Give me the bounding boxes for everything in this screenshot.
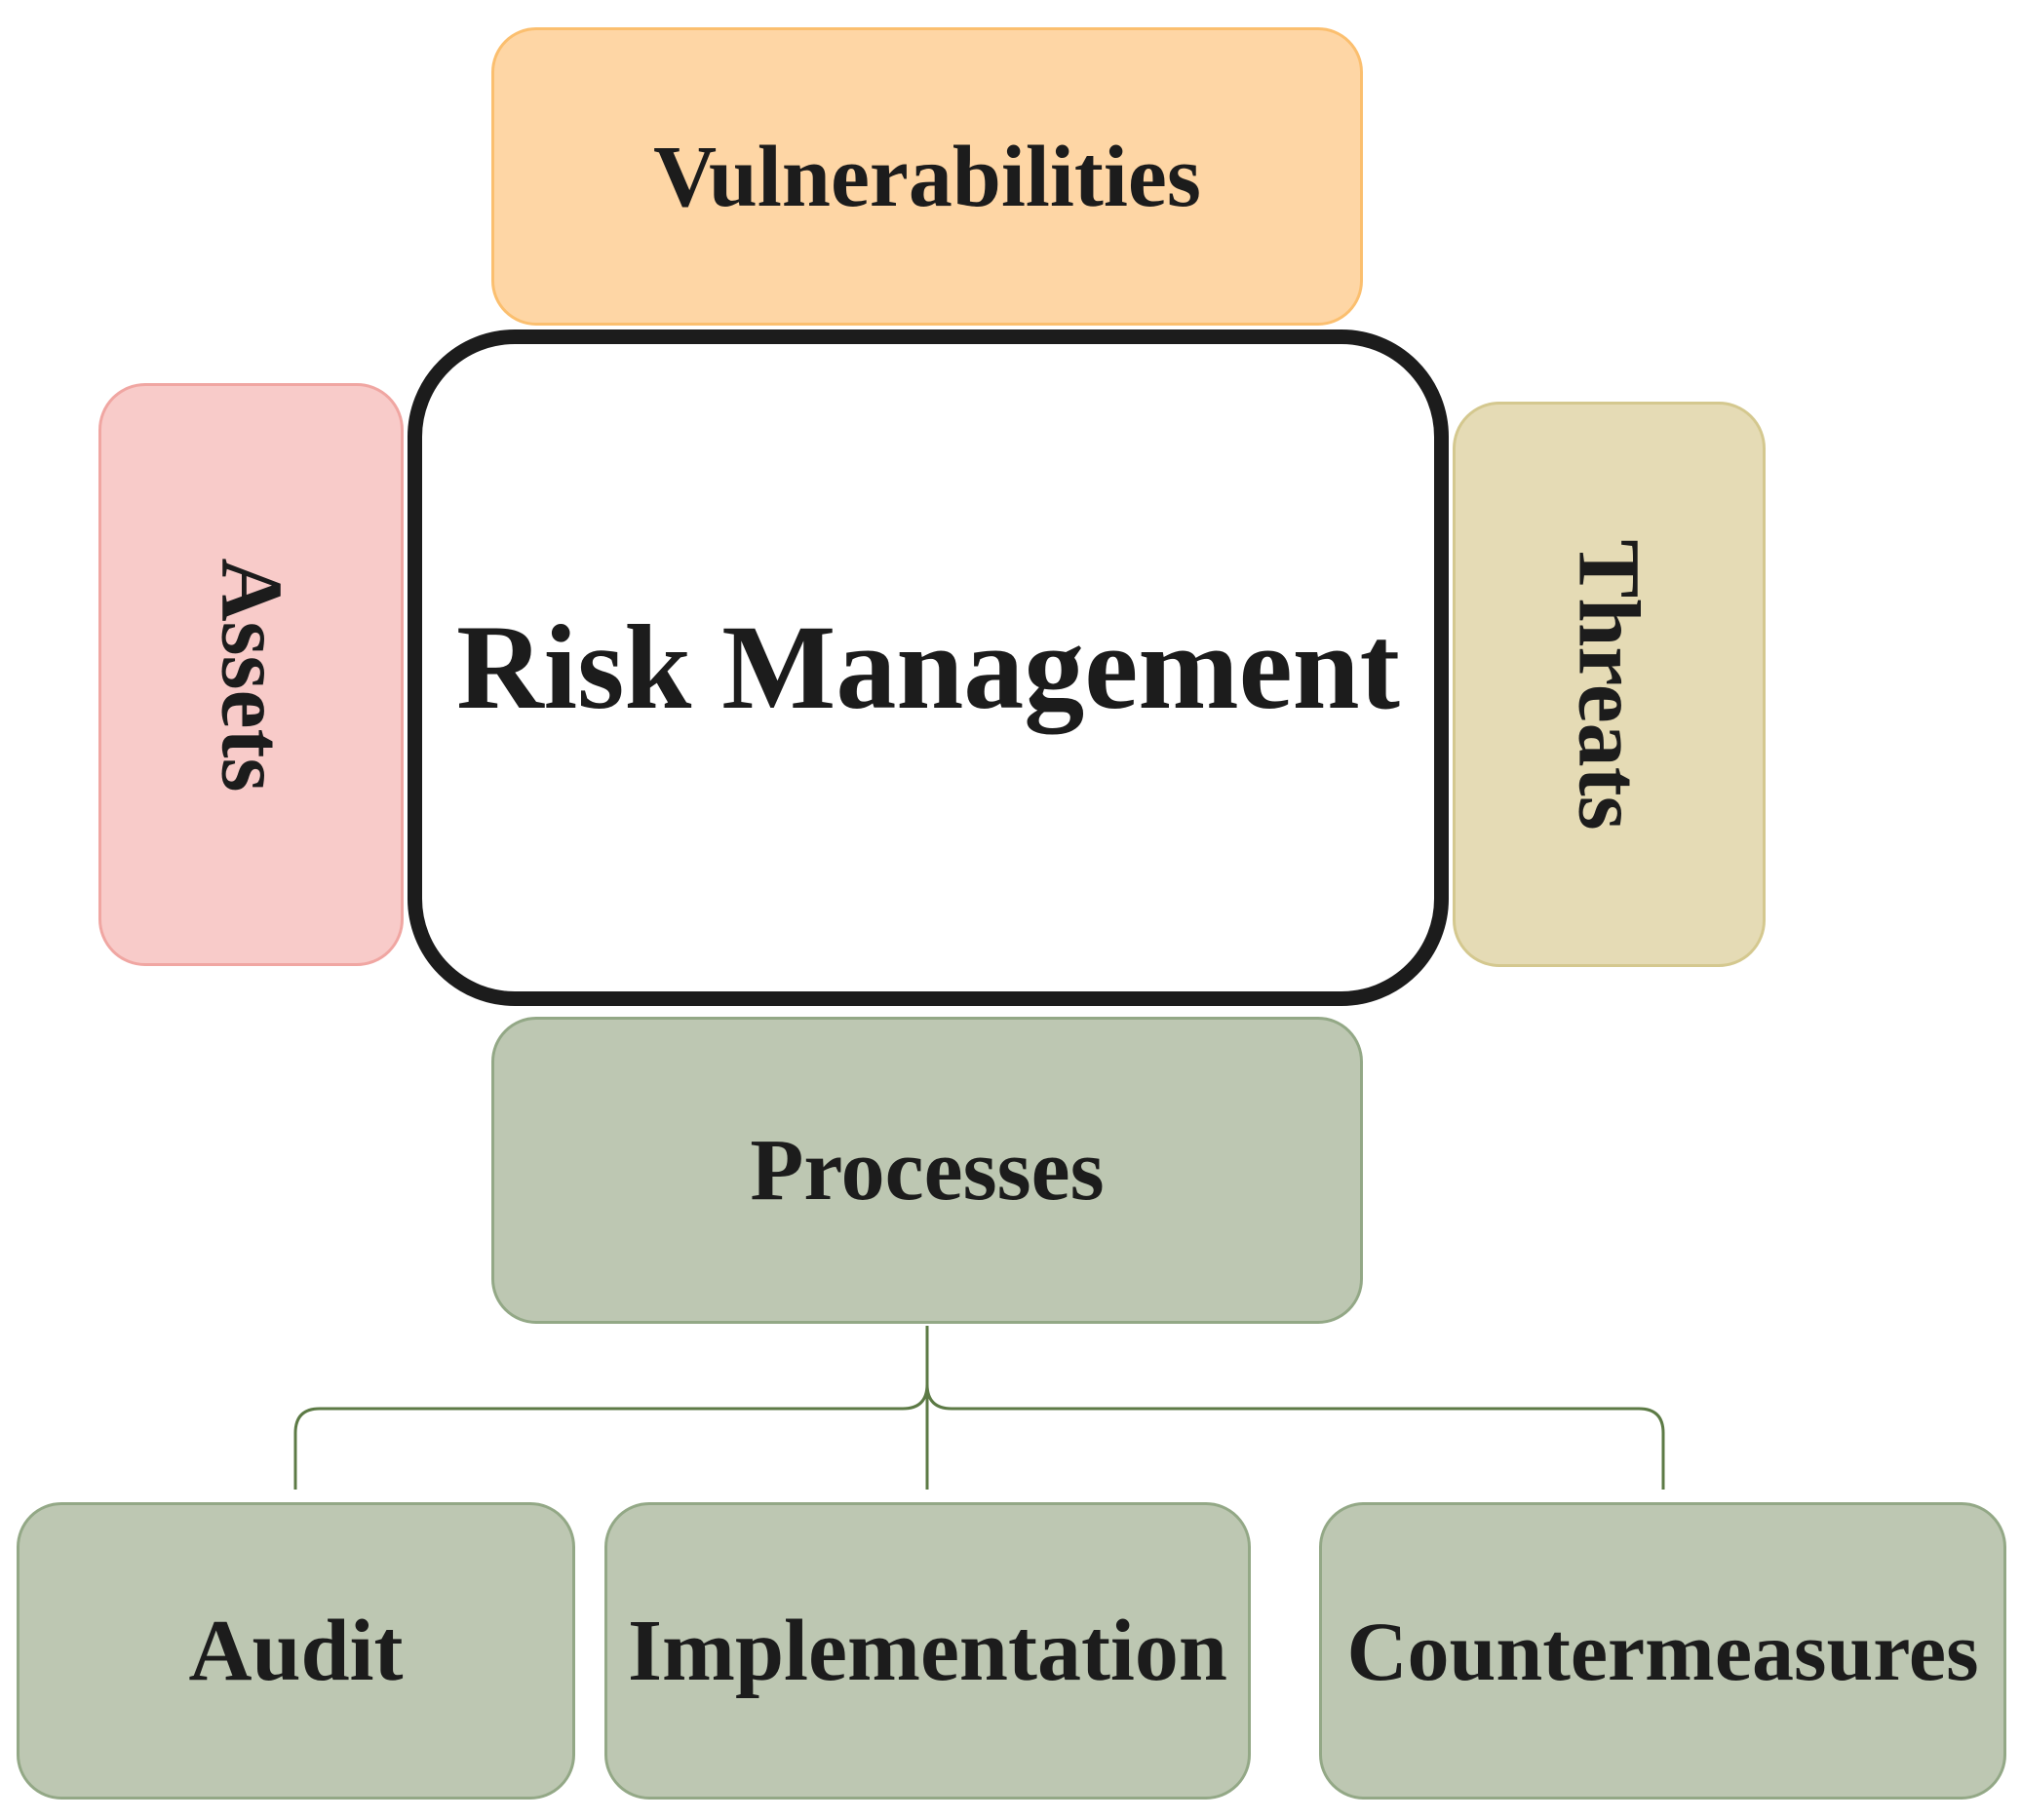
risk-management-box: Risk Management <box>408 329 1449 1006</box>
risk-management-label: Risk Management <box>456 600 1400 734</box>
connector-to-countermeasures <box>925 1383 1665 1490</box>
connector-stem <box>293 1326 929 1490</box>
audit-box: Audit <box>17 1502 575 1800</box>
implementation-label: Implementation <box>628 1603 1227 1699</box>
countermeasures-box: Countermeasures <box>1319 1502 2006 1800</box>
assets-label: Assets <box>203 558 299 792</box>
processes-label: Processes <box>750 1122 1105 1219</box>
assets-box: Assets <box>98 383 404 966</box>
audit-label: Audit <box>188 1603 404 1699</box>
vulnerabilities-box: Vulnerabilities <box>491 27 1363 326</box>
countermeasures-label: Countermeasures <box>1346 1604 1979 1698</box>
implementation-box: Implementation <box>604 1502 1251 1800</box>
threats-label: Threats <box>1560 538 1657 831</box>
threats-box: Threats <box>1453 402 1766 967</box>
vulnerabilities-label: Vulnerabilities <box>653 128 1201 225</box>
processes-box: Processes <box>491 1017 1363 1324</box>
